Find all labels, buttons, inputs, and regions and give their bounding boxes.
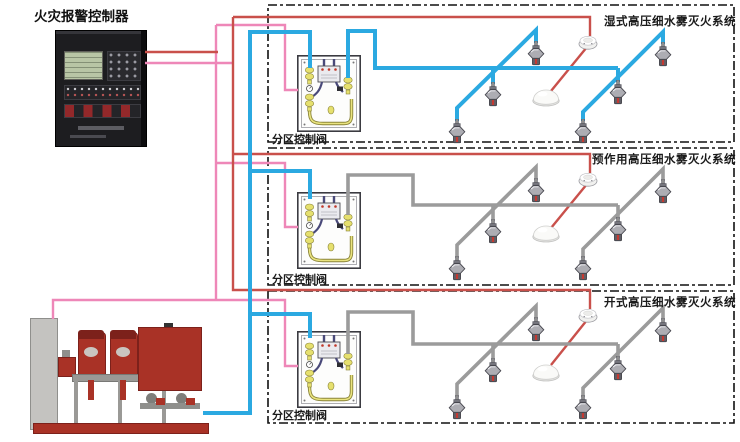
sprinkler-head <box>447 256 467 282</box>
blue-supply-pipes <box>203 30 312 415</box>
sprinkler-head <box>447 395 467 421</box>
zone-control-valve-box-2 <box>297 192 361 269</box>
sprinkler-head <box>573 395 593 421</box>
left-diagonal <box>455 25 538 121</box>
skid-leg <box>74 380 78 424</box>
dome-detector <box>531 87 561 107</box>
manifold-fitting <box>146 393 157 404</box>
red-branch-s1 <box>233 15 592 36</box>
main-pipe <box>346 310 618 354</box>
sprinkler-head <box>653 179 673 205</box>
zone-control-valve-box-3 <box>297 331 361 408</box>
motor-nameplate <box>84 347 98 357</box>
controller-keypad <box>107 51 141 81</box>
controller-brand-strip <box>70 135 106 138</box>
left-diagonal <box>455 162 538 258</box>
sprinkler-head <box>483 219 503 245</box>
red-branch-s2 <box>233 152 592 173</box>
sprinkler-head <box>653 318 673 344</box>
high-pressure-pump-unit <box>28 315 210 436</box>
pump-side-panel <box>30 318 58 430</box>
distribution-pipes-preaction <box>346 162 665 258</box>
controller-label-strip <box>78 126 124 130</box>
pump-control-cabinet <box>138 327 202 391</box>
sprinkler-head <box>483 358 503 384</box>
right-diagonal <box>581 27 665 121</box>
motor-nameplate <box>116 347 130 357</box>
distribution-pipes-open <box>346 301 665 397</box>
pump-column <box>120 380 126 400</box>
red-diagonal-s3 <box>550 319 588 366</box>
controller-indicator-leds <box>64 85 141 100</box>
valve-label-1: 分区控制阀 <box>272 134 327 146</box>
sprinkler-head <box>608 356 628 382</box>
main-pipe <box>346 29 618 78</box>
controller-lcd-screen <box>64 51 103 80</box>
red-trunk-s3 <box>231 17 592 309</box>
pump-column <box>88 380 94 400</box>
section-label-preaction: 预作用高压细水雾灭火系统 <box>592 154 736 166</box>
zone-control-valve-box-1 <box>297 55 361 132</box>
sprinkler-head <box>573 119 593 145</box>
dome-detector <box>531 362 561 382</box>
sprinkler-head <box>608 80 628 106</box>
right-diagonal <box>581 303 665 397</box>
red-diagonal-s1 <box>550 46 588 92</box>
motor-cap <box>110 330 136 339</box>
manifold-pipe <box>140 403 200 409</box>
sprinkler-head <box>526 317 546 343</box>
motor-cap <box>78 330 104 339</box>
sprinkler-head <box>483 82 503 108</box>
distribution-pipes-wet <box>346 25 665 121</box>
red-detector-wires <box>145 15 592 366</box>
manifold-valve <box>186 398 195 405</box>
sprinkler-head <box>573 256 593 282</box>
page-title: 火灾报警控制器 <box>34 9 129 24</box>
left-diagonal <box>455 301 538 397</box>
skid-leg <box>118 380 122 424</box>
manifold-valve <box>156 398 165 405</box>
section-label-open: 开式高压细水雾灭火系统 <box>604 297 736 309</box>
main-pipe <box>346 173 618 215</box>
red-diagonal-s2 <box>550 183 588 229</box>
sprinkler-head <box>526 178 546 204</box>
sprinkler-head <box>526 41 546 67</box>
valve-label-2: 分区控制阀 <box>272 274 327 286</box>
pink-branch-s2 <box>216 161 298 229</box>
section-label-wet: 湿式高压细水雾灭火系统 <box>604 16 736 28</box>
right-diagonal <box>581 164 665 258</box>
pump-base-skid <box>33 423 209 434</box>
manifold-fitting <box>176 393 187 404</box>
pink-branch-s1 <box>216 23 298 92</box>
pump-motor-1 <box>78 330 106 376</box>
dome-detector <box>531 223 561 243</box>
fire-alarm-controller <box>55 30 147 147</box>
sprinkler-head <box>608 217 628 243</box>
controller-buttons <box>64 104 141 118</box>
smoke-detector <box>578 34 598 50</box>
smoke-detector <box>578 171 598 187</box>
valve-label-3: 分区控制阀 <box>272 410 327 422</box>
pump-motor-2 <box>110 330 138 376</box>
sprinkler-head <box>447 119 467 145</box>
sprinkler-head <box>653 42 673 68</box>
